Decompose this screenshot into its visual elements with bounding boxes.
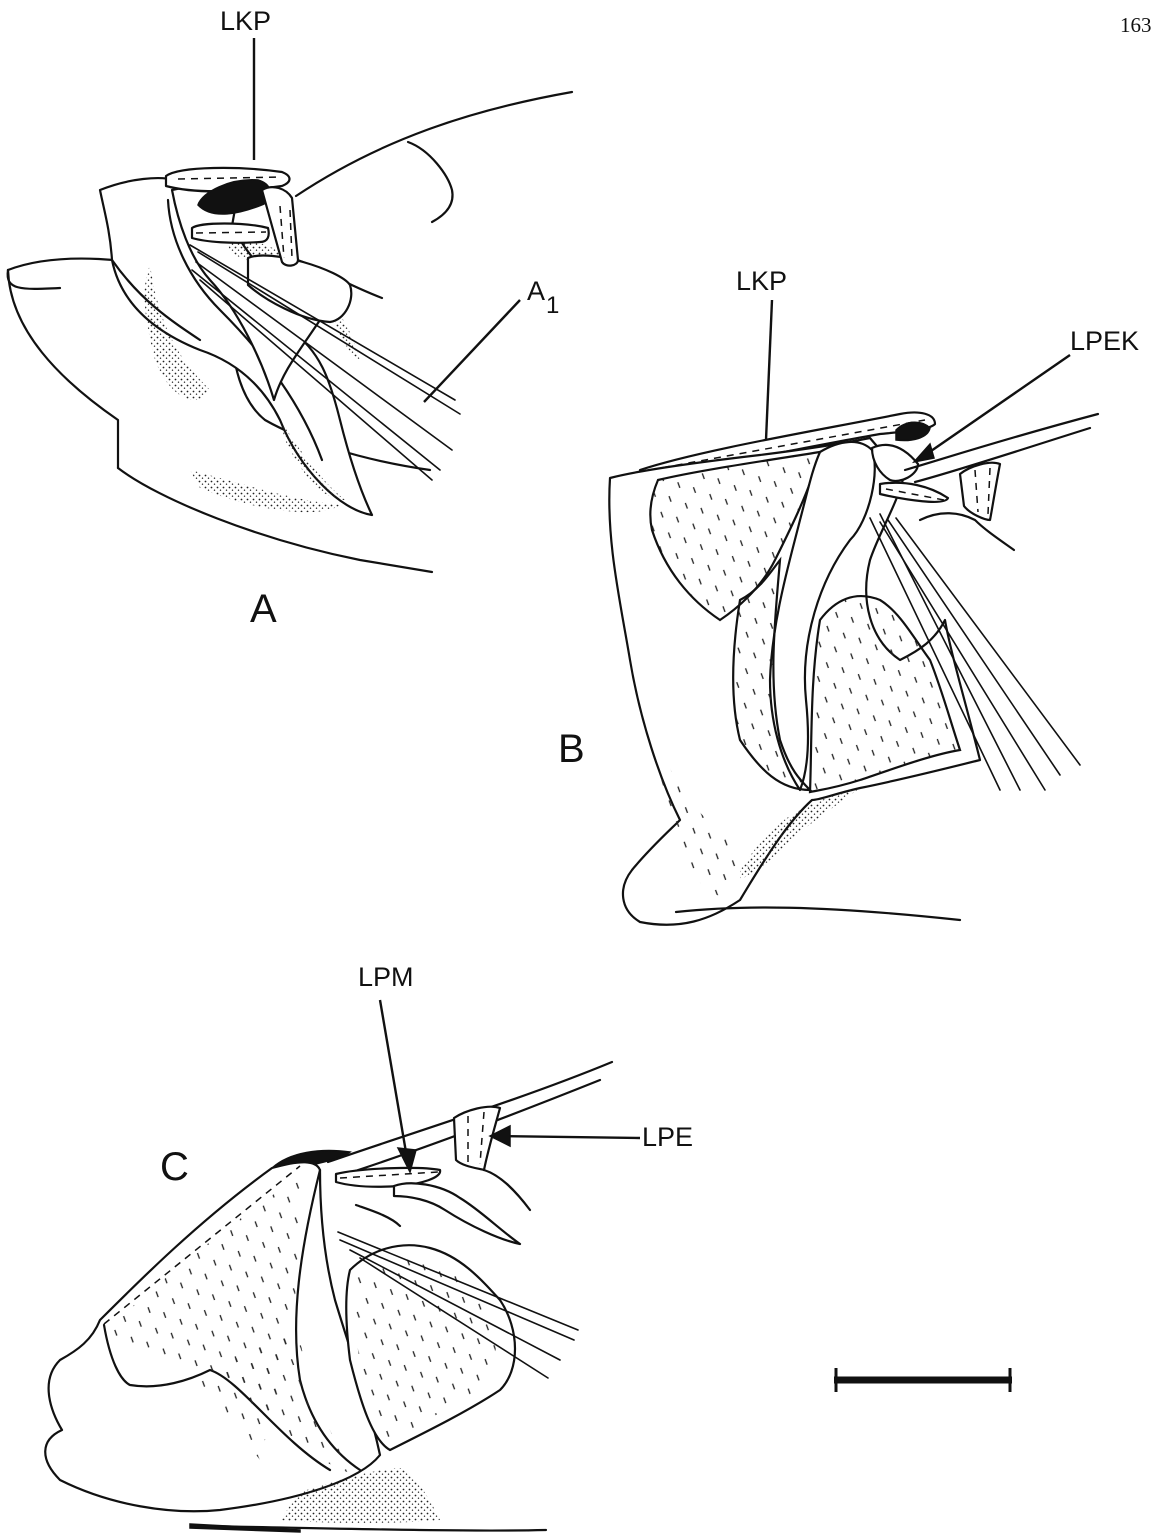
panel-c-lpm-label: LPM xyxy=(358,962,414,992)
scale-bar xyxy=(834,1368,1012,1392)
panel-b-lpek-arrowhead xyxy=(914,444,934,462)
panel-c-lpe-leader xyxy=(496,1136,640,1138)
panel-a-letter: A xyxy=(250,587,277,631)
page-number: 163 xyxy=(1120,13,1152,37)
panel-b-letter: B xyxy=(558,727,585,771)
panel-c-lpe-label: LPE xyxy=(642,1122,693,1152)
panel-b-lkp-leader xyxy=(766,300,772,440)
panel-a-a1-leader xyxy=(424,300,520,402)
panel-c-drawing xyxy=(45,1062,612,1532)
panel-a-a1-label: A xyxy=(527,276,545,306)
panel-c-letter: C xyxy=(160,1145,189,1189)
panel-a-drawing xyxy=(8,92,572,572)
panel-b-lpek-label: LPEK xyxy=(1070,326,1139,356)
panel-a-a1-subscript: 1 xyxy=(546,292,559,319)
panel-b-drawing xyxy=(609,412,1098,924)
panel-a-lkp-label: LKP xyxy=(220,6,271,36)
panel-b-lkp-label: LKP xyxy=(736,266,787,296)
